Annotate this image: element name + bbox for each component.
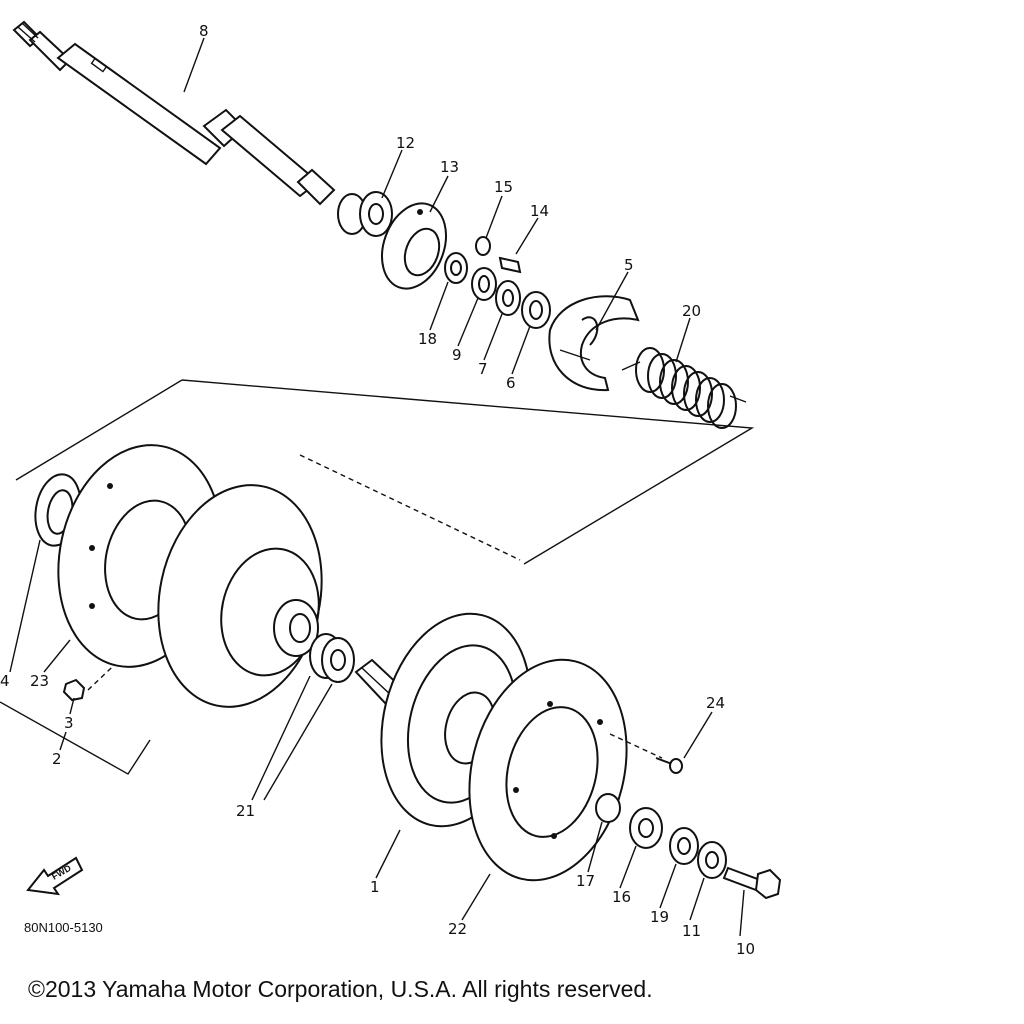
- screw-part: [609, 733, 683, 774]
- part-label-10: 10: [736, 940, 755, 958]
- part-label-18: 18: [418, 330, 437, 348]
- movable-sheave-part: [157, 484, 323, 708]
- small-washers: [444, 236, 551, 329]
- part-label-16: 16: [612, 888, 631, 906]
- leader-lines: [9, 37, 745, 937]
- part-label-4: 4: [0, 672, 10, 690]
- part-label-3: 3: [64, 714, 74, 732]
- part-label-2: 2: [52, 750, 62, 768]
- bearing-part: [337, 191, 393, 237]
- part-label-22: 22: [448, 920, 467, 938]
- part-label-15: 15: [494, 178, 513, 196]
- fwd-arrow-icon: FWD: [26, 856, 84, 896]
- part-label-11: 11: [682, 922, 701, 940]
- part-label-5: 5: [624, 256, 634, 274]
- cam-weight-part: [548, 295, 640, 392]
- part-label-21: 21: [236, 802, 255, 820]
- part-label-20: 20: [682, 302, 701, 320]
- part-label-13: 13: [440, 158, 459, 176]
- bushing-part: [309, 633, 355, 683]
- drawing-code: 80N100-5130: [24, 920, 103, 935]
- part-label-7: 7: [478, 360, 488, 378]
- part-label-23: 23: [30, 672, 49, 690]
- part-label-12: 12: [396, 134, 415, 152]
- part-labels: 8 12 13 15 14 5 20 18 9 7 6 4 23 3 2 21 …: [0, 22, 755, 958]
- primary-shaft-part: [12, 20, 336, 206]
- spring-part: [621, 347, 747, 429]
- part-label-14: 14: [530, 202, 549, 220]
- part-label-17: 17: [576, 872, 595, 890]
- part-label-6: 6: [506, 374, 516, 392]
- sheave-plate-part: [468, 658, 628, 882]
- part-label-19: 19: [650, 908, 669, 926]
- bolt-stack: [595, 793, 782, 900]
- nut-part: [62, 678, 86, 702]
- part-label-9: 9: [452, 346, 462, 364]
- copyright-notice: ©2013 Yamaha Motor Corporation, U.S.A. A…: [28, 976, 653, 1002]
- part-label-8: 8: [199, 22, 209, 40]
- part-label-1: 1: [370, 878, 380, 896]
- bracket-part: [381, 202, 447, 290]
- part-label-24: 24: [706, 694, 725, 712]
